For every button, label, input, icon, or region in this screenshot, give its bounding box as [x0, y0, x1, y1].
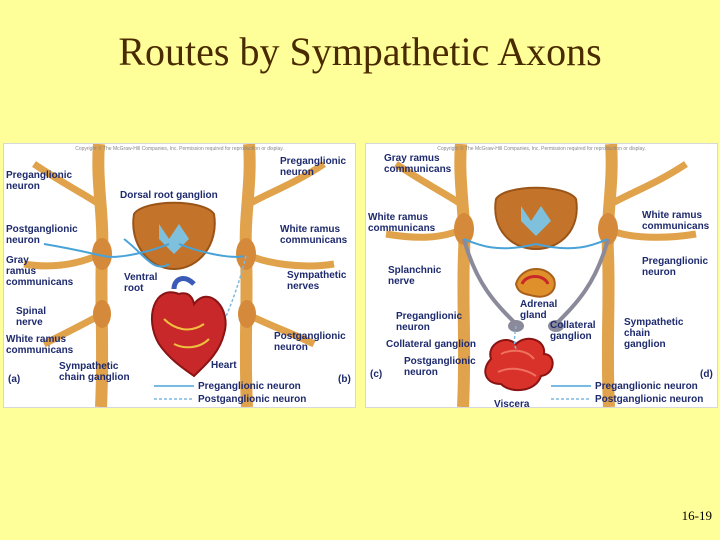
- label-dorsal-root-ganglion: Dorsal root ganglion: [120, 190, 218, 201]
- panel-label-d: (d): [700, 369, 713, 380]
- label-sympathetic-chain-ganglion: Sympathetic chain ganglion: [59, 361, 130, 383]
- label-splanchnic-nerve: Splanchnic nerve: [388, 265, 441, 287]
- label-preganglionic-neuron: Preganglionic neuron: [396, 311, 462, 333]
- label-preganglionic-neuron: Preganglionic neuron: [280, 156, 346, 178]
- label-white-ramus-communicans: White ramus communicans: [368, 212, 435, 234]
- label-preganglionic-neuron: Preganglionic neuron: [642, 256, 708, 278]
- label-white-ramus-communicans: White ramus communicans: [642, 210, 709, 232]
- label-collateral-ganglion: Collateral ganglion: [386, 339, 476, 350]
- label-postganglionic-neuron: Postganglionic neuron: [6, 224, 78, 246]
- label-postganglionic-neuron: Postganglionic neuron: [404, 356, 476, 378]
- copyright-notice: Copyright © The McGraw-Hill Companies, I…: [4, 146, 355, 152]
- slide-title: Routes by Sympathetic Axons: [0, 28, 720, 75]
- label-ventral-root: Ventral root: [124, 272, 157, 294]
- label-white-ramus-communicans: White ramus communicans: [6, 334, 73, 356]
- copyright-notice: Copyright © The McGraw-Hill Companies, I…: [366, 146, 717, 152]
- page-number: 16-19: [682, 508, 712, 524]
- legend-preganglionic-label: Preganglionic neuron: [198, 381, 301, 392]
- label-gray-ramus-communicans: Gray ramus communicans: [6, 255, 73, 288]
- panel-label-b: (b): [338, 374, 351, 385]
- label-heart: Heart: [211, 360, 237, 371]
- label-preganglionic-neuron: Preganglionic neuron: [6, 170, 72, 192]
- label-sympathetic-nerves: Sympathetic nerves: [287, 270, 346, 292]
- label-collateral-ganglion: Collateral ganglion: [550, 320, 596, 342]
- label-white-ramus-communicans: White ramus communicans: [280, 224, 347, 246]
- legend-postganglionic-label: Postganglionic neuron: [595, 394, 703, 405]
- panel-label-c: (c): [370, 369, 382, 380]
- label-postganglionic-neuron: Postganglionic neuron: [274, 331, 346, 353]
- legend-preganglionic-label: Preganglionic neuron: [595, 381, 698, 392]
- diagram-panel-cd: Copyright © The McGraw-Hill Companies, I…: [365, 143, 718, 408]
- label-sympathetic-chain-ganglion: Sympathetic chain ganglion: [624, 317, 683, 350]
- panel-label-a: (a): [8, 374, 20, 385]
- label-viscera: Viscera: [494, 399, 529, 408]
- label-adrenal-gland: Adrenal gland: [520, 299, 557, 321]
- label-spinal-nerve: Spinal nerve: [16, 306, 46, 328]
- legend-postganglionic-label: Postganglionic neuron: [198, 394, 306, 405]
- diagram-panel-ab: Copyright © The McGraw-Hill Companies, I…: [3, 143, 356, 408]
- label-gray-ramus-communicans: Gray ramus communicans: [384, 153, 451, 175]
